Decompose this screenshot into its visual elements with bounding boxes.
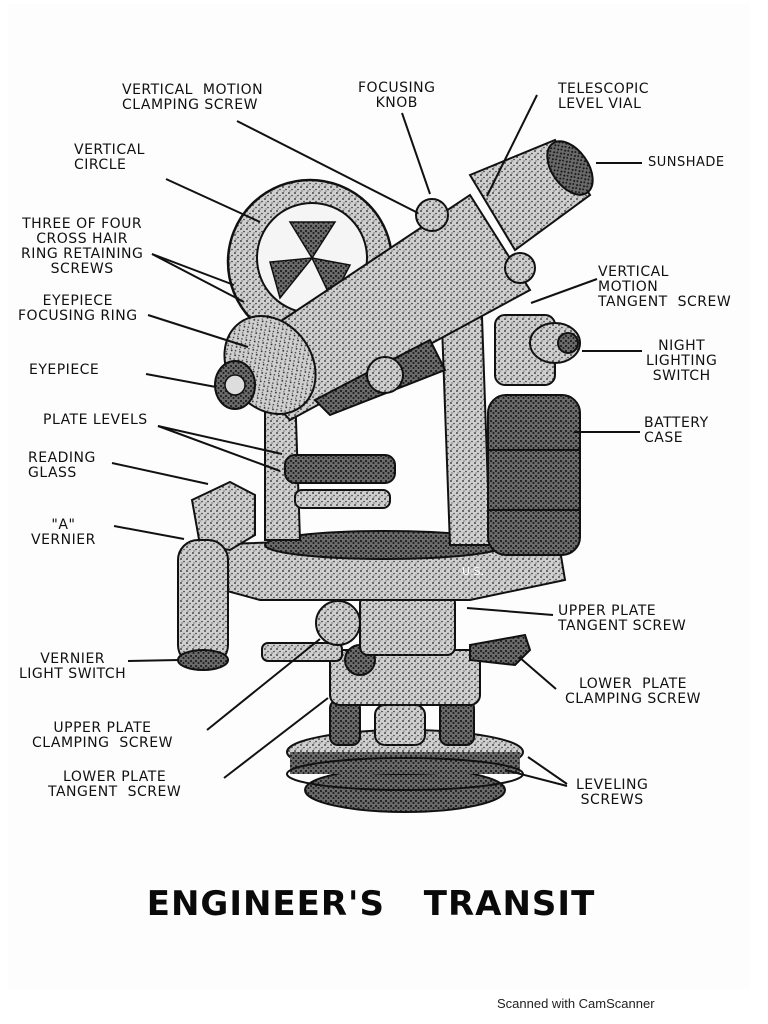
label-plate-levels: PLATE LEVELS: [43, 412, 148, 428]
leader-upper-plate-clamping: [206, 638, 321, 731]
us-mark: U.S.: [462, 565, 484, 578]
label-vertical-motion-tangent-screw: VERTICAL MOTION TANGENT SCREW: [598, 264, 732, 310]
leader-vertical-motion-clamping: [236, 120, 419, 214]
leader-telescopic-level-vial: [486, 94, 538, 197]
leader-lines: [111, 94, 642, 787]
label-upper-plate-clamping-screw: UPPER PLATE CLAMPING SCREW: [32, 720, 173, 751]
label-vertical-motion-clamping-screw: VERTICAL MOTION CLAMPING SCREW: [122, 82, 264, 113]
leveling-screws-shapes: [329, 699, 475, 746]
leader-plate-levels-2: [157, 425, 281, 472]
leader-vertical-circle: [165, 178, 261, 223]
label-upper-plate-tangent-screw: UPPER PLATE TANGENT SCREW: [558, 603, 687, 634]
leader-eyepiece: [145, 373, 217, 388]
leader-focusing-knob: [401, 112, 431, 195]
leader-plate-levels-1: [157, 425, 283, 455]
label-lower-plate-tangent-screw: LOWER PLATE TANGENT SCREW: [48, 769, 182, 800]
leader-vertical-motion-tangent: [530, 278, 598, 304]
standards: [264, 258, 492, 546]
leader-lower-plate-clamping: [518, 656, 557, 690]
lower-plate-assembly: [261, 594, 532, 706]
leader-reading-glass: [111, 462, 209, 485]
leader-upper-plate-tangent: [466, 607, 554, 616]
leader-vernier-light-switch: [127, 659, 180, 662]
leader-lower-plate-tangent: [223, 697, 329, 779]
label-lower-plate-clamping-screw: LOWER PLATE CLAMPING SCREW: [565, 676, 701, 707]
leader-a-vernier: [113, 525, 185, 540]
reading-glass-assembly: [177, 480, 256, 671]
scanner-watermark: Scanned with CamScanner: [497, 996, 655, 1011]
battery-case: [487, 394, 581, 556]
diagram-title: ENGINEER'S TRANSIT: [146, 884, 596, 924]
label-vertical-circle: VERTICAL CIRCLE: [74, 142, 145, 173]
leader-leveling-screws-2: [504, 769, 568, 787]
leader-leveling-screws-1: [527, 756, 568, 785]
label-battery-case: BATTERY CASE: [644, 415, 709, 446]
label-eyepiece: EYEPIECE: [29, 362, 100, 378]
label-a-vernier: "A" VERNIER: [31, 517, 96, 548]
label-vernier-light-switch: VERNIER LIGHT SWITCH: [19, 651, 127, 682]
label-cross-hair-screws: THREE OF FOUR CROSS HAIR RING RETAINING …: [21, 216, 144, 277]
label-sunshade: SUNSHADE: [648, 155, 725, 170]
leader-cross-hair-1: [151, 253, 245, 303]
leader-eyepiece-focusing-ring: [147, 314, 249, 348]
night-lighting-switch: [494, 314, 581, 386]
label-reading-glass: READING GLASS: [28, 450, 96, 481]
leader-cross-hair-2: [151, 253, 235, 286]
label-night-lighting-switch: NIGHT LIGHTING SWITCH: [646, 338, 718, 384]
label-focusing-knob: FOCUSING KNOB: [358, 80, 436, 111]
label-leveling-screws: LEVELING SCREWS: [576, 777, 649, 808]
label-telescopic-level-vial: TELESCOPIC LEVEL VIAL: [558, 81, 650, 112]
label-eyepiece-focusing-ring: EYEPIECE FOCUSING RING: [18, 293, 138, 324]
